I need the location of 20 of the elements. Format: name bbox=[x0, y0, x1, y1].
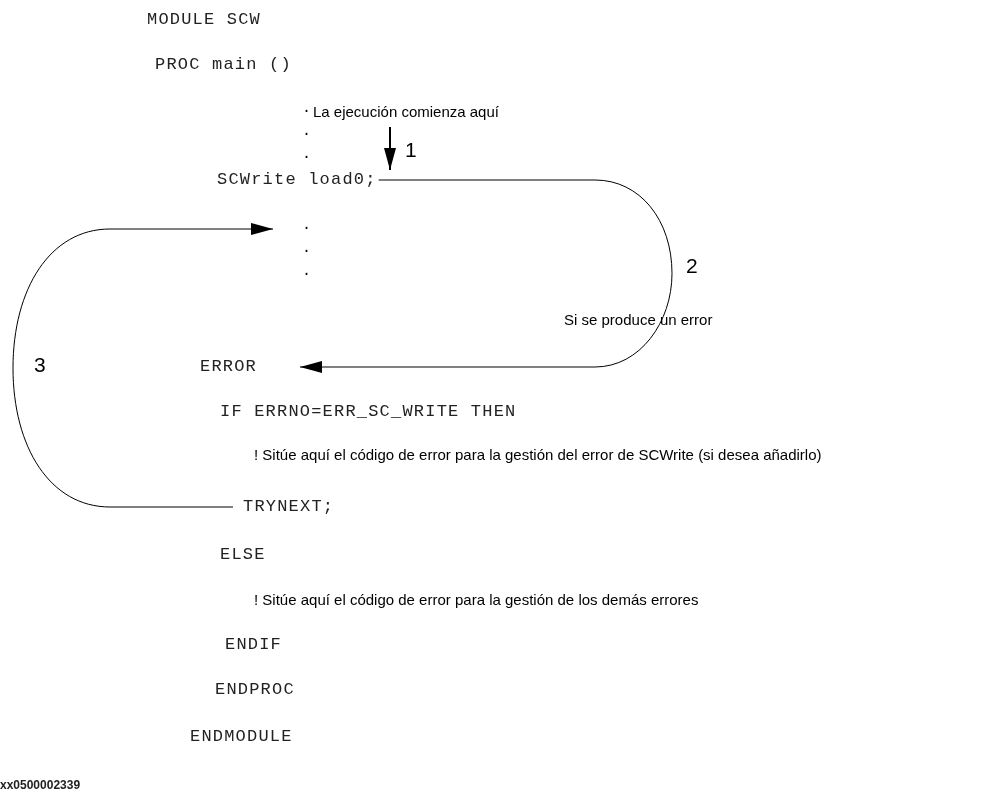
connector-arrow bbox=[299, 179, 673, 373]
ellipsis-dots: . . . bbox=[302, 99, 312, 165]
code-comment: ! Sitúe aquí el código de error para la gestión del error de SCWrite (si desea añadirlo) bbox=[254, 446, 822, 464]
connector-arrow bbox=[12, 223, 274, 508]
figure-id: xx0500002339 bbox=[0, 777, 81, 793]
condition-note: Si se produce un error bbox=[564, 311, 713, 329]
ellipsis-dots: . . . bbox=[302, 214, 312, 283]
code-comment: ! Sitúe aquí el código de error para la gestión de los demás errores bbox=[254, 591, 699, 609]
code-line: ERROR bbox=[200, 357, 257, 377]
code-line: ELSE bbox=[220, 545, 266, 565]
code-line: ENDPROC bbox=[215, 680, 295, 700]
code-line: PROC main () bbox=[155, 55, 292, 75]
code-line: IF ERRNO=ERR_SC_WRITE THEN bbox=[220, 402, 517, 422]
connector-arrow bbox=[384, 126, 396, 171]
annotation-text: La ejecución comienza aquí bbox=[313, 103, 499, 121]
code-line: MODULE SCW bbox=[147, 10, 262, 30]
code-line: TRYNEXT; bbox=[243, 497, 335, 517]
code-line: SCWrite load0; bbox=[217, 170, 377, 190]
code-line: ENDMODULE bbox=[190, 727, 293, 747]
code-line: ENDIF bbox=[225, 635, 282, 655]
